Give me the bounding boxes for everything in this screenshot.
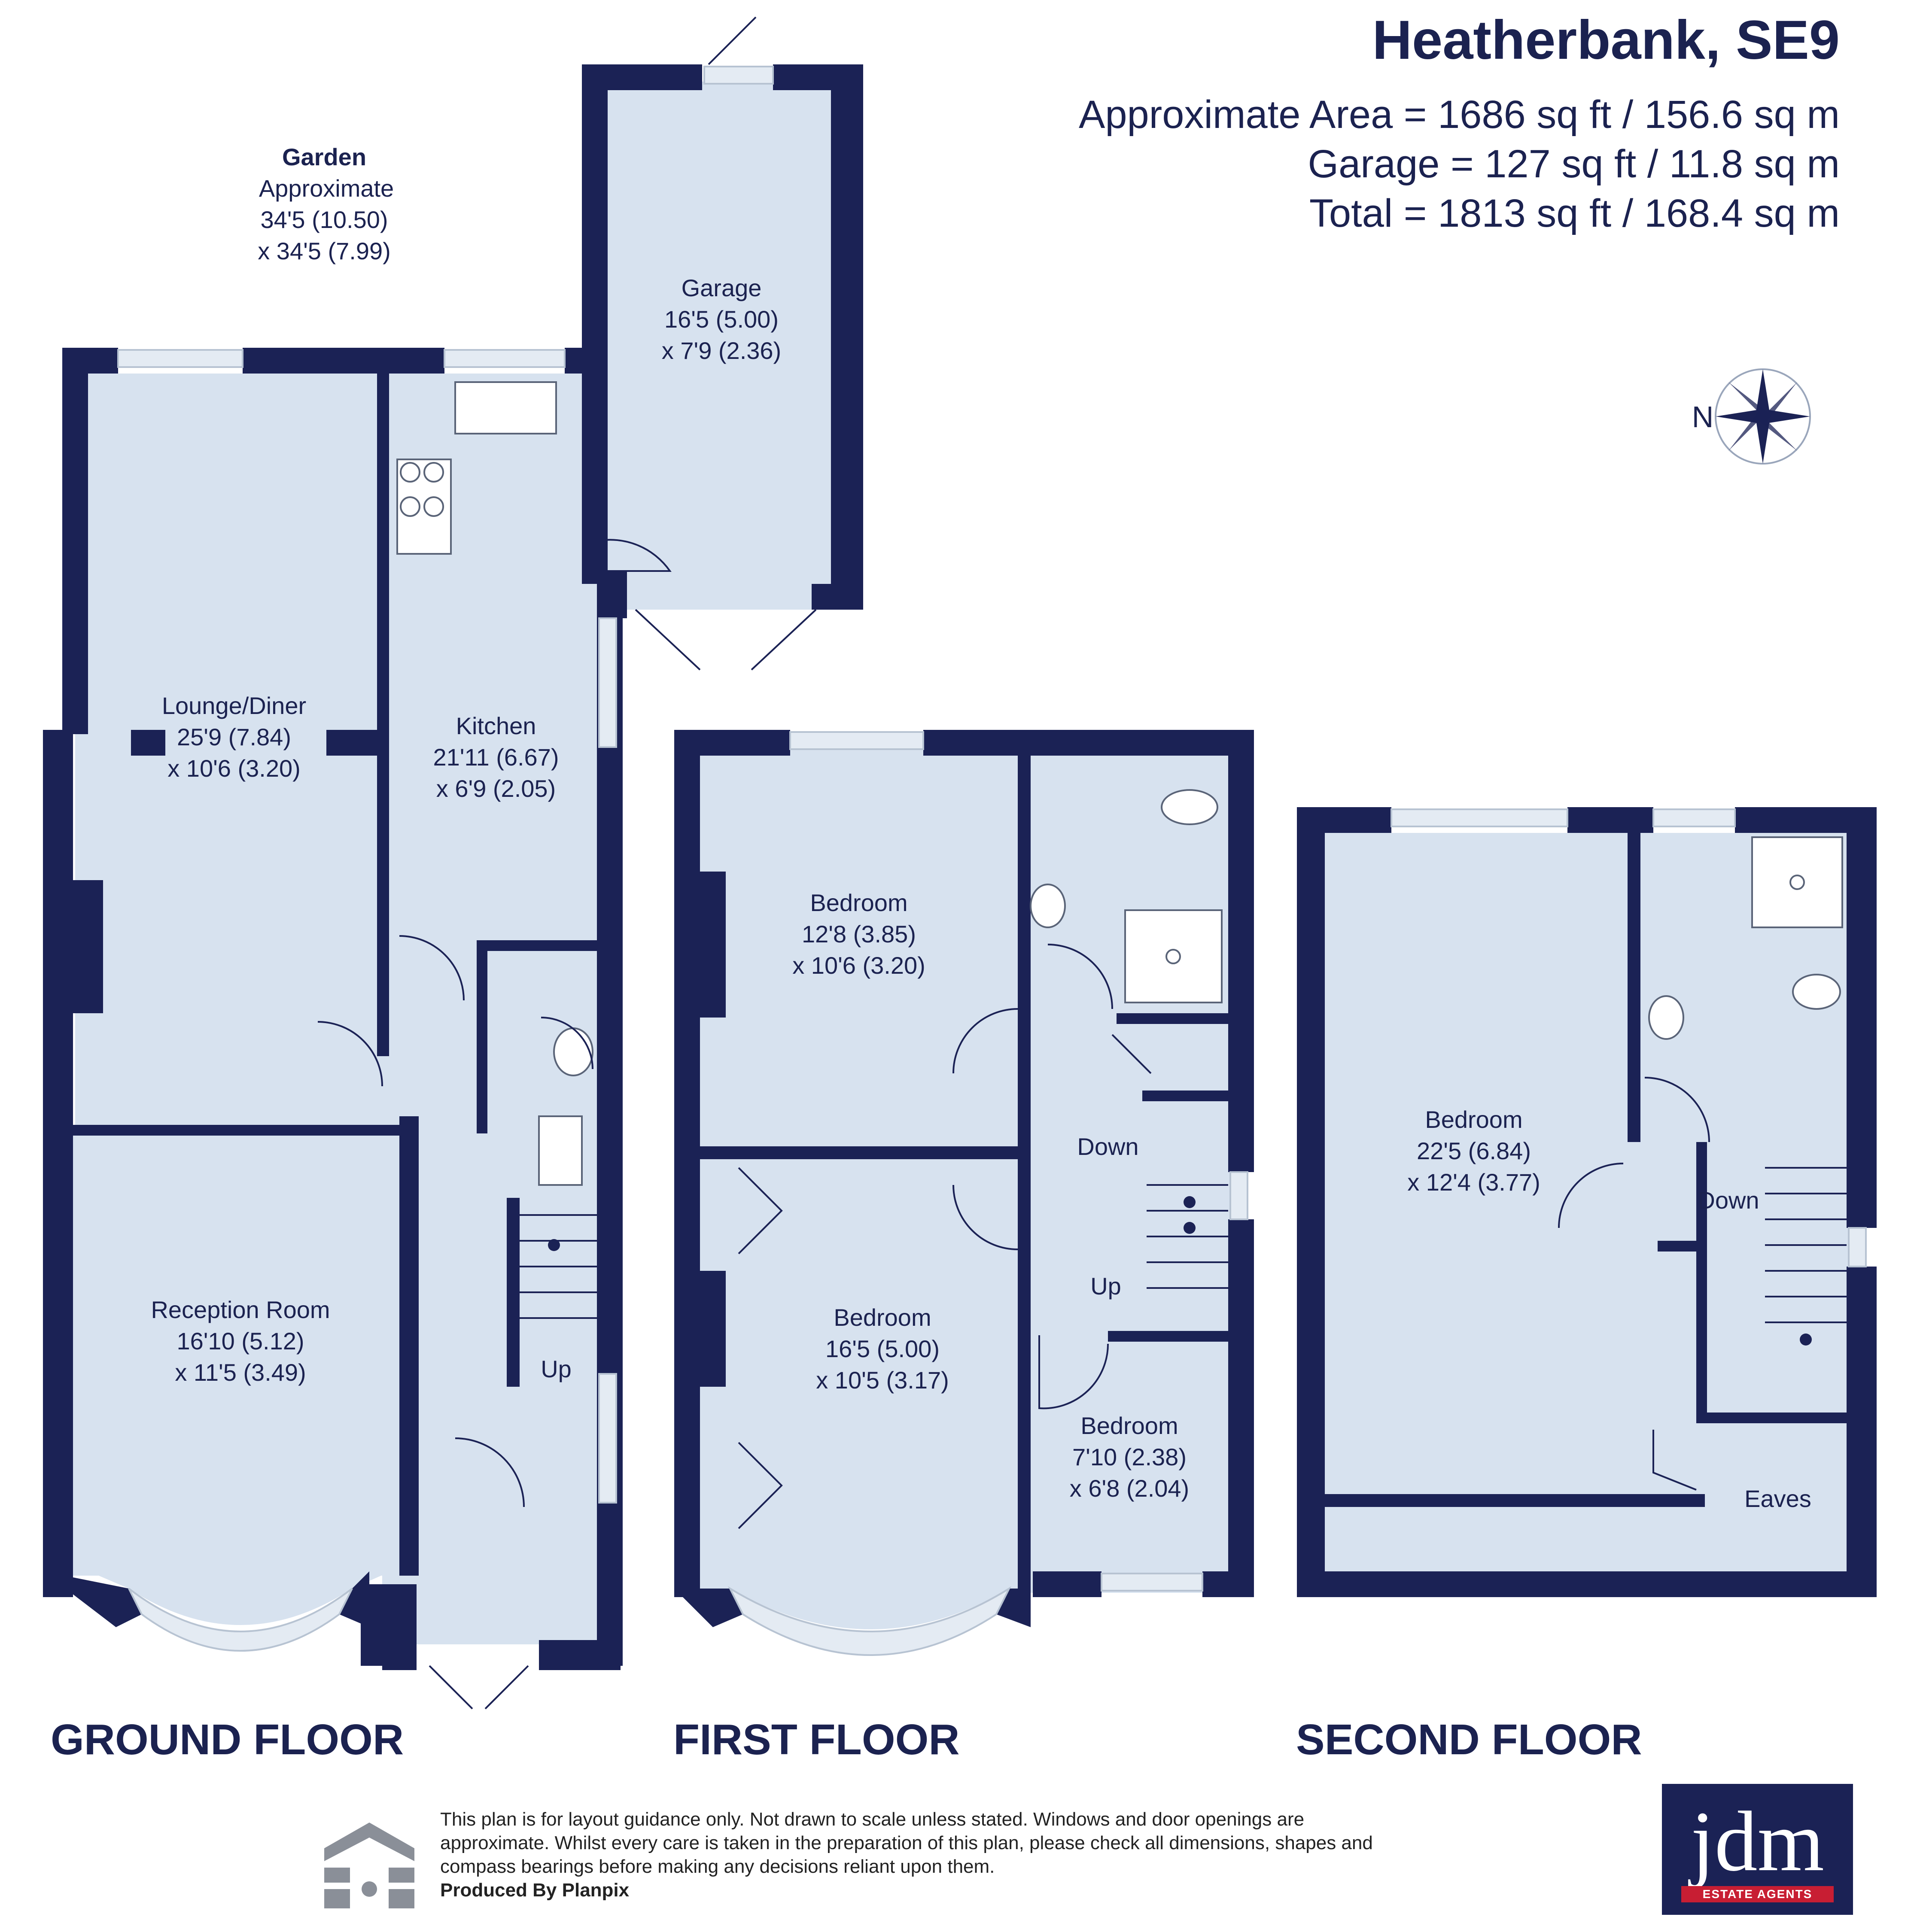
garage-area-text: Garage = 127 sq ft / 11.8 sq m — [1308, 142, 1840, 186]
garden-dim-1: Approximate — [259, 175, 394, 202]
lounge-label: Lounge/Diner — [162, 692, 306, 719]
compass-label: N — [1692, 400, 1714, 434]
disclaimer: This plan is for layout guidance only. N… — [440, 1807, 1376, 1902]
garage-label: Garage — [682, 274, 762, 301]
garage-dim-2: x 7'9 (2.36) — [662, 337, 781, 364]
first-up-label: Up — [1090, 1273, 1121, 1300]
produced-by-text: Produced By Planpix — [440, 1880, 630, 1901]
second-bed-dim-2: x 12'4 (3.77) — [1407, 1169, 1540, 1196]
approximate-area-text: Approximate Area = 1686 sq ft / 156.6 sq… — [1078, 93, 1840, 137]
first-down-label: Down — [1077, 1133, 1138, 1160]
first-bed1-dim-2: x 10'6 (3.20) — [792, 952, 925, 979]
garden-dim-2: 34'5 (10.50) — [260, 206, 388, 233]
total-area-text: Total = 1813 sq ft / 168.4 sq m — [1309, 191, 1840, 235]
second-floor-plan — [1297, 807, 1877, 1597]
logo-subtitle: ESTATE AGENTS — [1681, 1886, 1834, 1902]
first-floor-caption: FIRST FLOOR — [673, 1716, 960, 1764]
second-bed-label: Bedroom — [1425, 1106, 1522, 1133]
first-bed3-dim-1: 7'10 (2.38) — [1072, 1443, 1187, 1470]
compass-icon — [1715, 368, 1811, 465]
garden-label: Garden — [282, 143, 366, 170]
first-bed1-label: Bedroom — [810, 889, 907, 916]
reception-dim-1: 16'10 (5.12) — [176, 1327, 304, 1355]
second-floor-caption: SECOND FLOOR — [1296, 1716, 1642, 1764]
disclaimer-text: This plan is for layout guidance only. N… — [440, 1809, 1373, 1877]
reception-label: Reception Room — [151, 1296, 330, 1323]
planpix-logo-icon — [324, 1823, 414, 1908]
second-eaves-label: Eaves — [1744, 1485, 1811, 1512]
logo-wordmark: jdm — [1690, 1794, 1825, 1889]
reception-dim-2: x 11'5 (3.49) — [175, 1359, 306, 1386]
lounge-dim-1: 25'9 (7.84) — [177, 723, 291, 750]
ground-floor-plan — [43, 16, 863, 1710]
garden-dim-3: x 34'5 (7.99) — [258, 237, 391, 264]
first-bed1-dim-1: 12'8 (3.85) — [802, 920, 916, 948]
second-down-label: Down — [1698, 1187, 1759, 1214]
second-bed-dim-1: 22'5 (6.84) — [1417, 1137, 1531, 1164]
jdm-logo: jdm ESTATE AGENTS — [1662, 1784, 1853, 1915]
kitchen-dim-1: 21'11 (6.67) — [433, 744, 559, 771]
ground-stairs-up-label: Up — [541, 1355, 572, 1382]
first-bed2-dim-1: 16'5 (5.00) — [825, 1335, 940, 1362]
lounge-dim-2: x 10'6 (3.20) — [167, 755, 301, 782]
kitchen-label: Kitchen — [456, 712, 536, 739]
first-bed3-dim-2: x 6'8 (2.04) — [1070, 1475, 1189, 1502]
ground-floor-caption: GROUND FLOOR — [51, 1716, 404, 1764]
first-bed2-label: Bedroom — [834, 1304, 931, 1331]
first-bed2-dim-2: x 10'5 (3.17) — [816, 1367, 949, 1394]
first-floor-plan — [674, 730, 1254, 1656]
kitchen-dim-2: x 6'9 (2.05) — [436, 775, 556, 802]
garage-dim-1: 16'5 (5.00) — [664, 306, 779, 333]
first-bed3-label: Bedroom — [1080, 1412, 1178, 1439]
property-title: Heatherbank, SE9 — [1372, 9, 1840, 71]
